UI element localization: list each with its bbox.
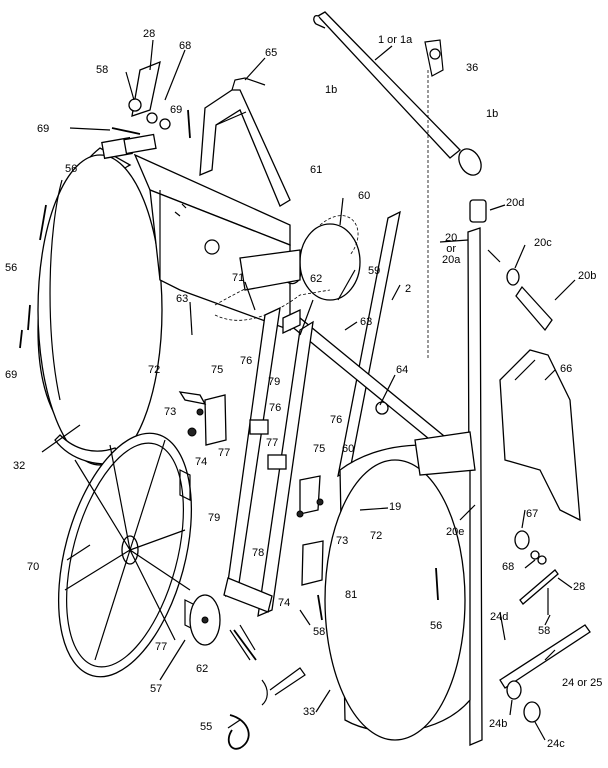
part-label: 56 xyxy=(65,163,78,175)
part-label: 28 xyxy=(573,581,586,593)
part-label: 64 xyxy=(396,364,409,376)
part-label: 20b xyxy=(578,270,597,282)
part-label: 56 xyxy=(5,262,18,274)
part-label: 63 xyxy=(360,316,373,328)
part-label: 77 xyxy=(266,437,279,449)
part-label: 36 xyxy=(466,62,479,74)
part-label: 62 xyxy=(310,273,323,285)
part-label: 66 xyxy=(560,363,573,375)
bracket-65 xyxy=(199,77,291,207)
part-label: 68 xyxy=(179,40,192,52)
part-label: 58 xyxy=(538,625,551,637)
part-label: 20d xyxy=(506,197,525,209)
screws xyxy=(19,109,439,661)
part-label: 20e xyxy=(446,526,465,538)
drive-sprocket-61 xyxy=(214,215,361,321)
part-label: 68 xyxy=(502,561,515,573)
part-label: 58 xyxy=(313,626,326,638)
part-label: 72 xyxy=(370,530,383,542)
part-label: 77 xyxy=(218,447,231,459)
part-label: 74 xyxy=(195,456,208,468)
part-label: 71 xyxy=(232,272,245,284)
rear-cover-66 xyxy=(499,349,581,522)
part-label: 55 xyxy=(200,721,213,733)
part-label: 24c xyxy=(547,738,565,750)
frame-body xyxy=(133,153,291,331)
part-label: 76 xyxy=(269,402,282,414)
part-label: 57 xyxy=(150,683,163,695)
part-label: 24d xyxy=(490,611,509,623)
part-label: 69 xyxy=(37,123,50,135)
linkage-arms xyxy=(223,306,324,618)
left-shroud-32 xyxy=(37,133,163,466)
fan-wheel-70 xyxy=(57,432,196,678)
part-label: 2 xyxy=(405,283,412,295)
belt-55 xyxy=(227,667,306,750)
part-label: 33 xyxy=(303,706,316,718)
part-label: 74 xyxy=(278,597,291,609)
part-label: 69 xyxy=(5,369,18,381)
part-label: 78 xyxy=(252,547,265,559)
stabilizer-24 xyxy=(499,624,591,723)
part-label: 73 xyxy=(336,535,349,547)
part-label: 70 xyxy=(27,561,40,573)
part-label: 20 or 20a xyxy=(442,232,461,266)
part-label: 1b xyxy=(486,108,499,120)
part-label: 81 xyxy=(345,589,358,601)
part-label: 19 xyxy=(389,501,402,513)
part-label: 1 or 1a xyxy=(378,34,413,46)
leader-lines xyxy=(41,39,576,741)
right-shroud-33 xyxy=(324,431,476,741)
part-label: 67 xyxy=(526,508,539,520)
part-label: 60 xyxy=(342,443,355,455)
part-label: 56 xyxy=(430,620,443,632)
part-label: 24b xyxy=(489,718,508,730)
part-label: 59 xyxy=(368,265,381,277)
part-label: 79 xyxy=(208,512,221,524)
part-label: 75 xyxy=(211,364,224,376)
part-label: 62 xyxy=(196,663,209,675)
part-label: 79 xyxy=(268,376,281,388)
part-label: 65 xyxy=(265,47,278,59)
part-label: 77 xyxy=(155,641,168,653)
part-label: 75 xyxy=(313,443,326,455)
part-label: 24 or 25 xyxy=(562,677,603,689)
pulley-57 xyxy=(189,594,256,661)
part-label: 28 xyxy=(143,28,156,40)
part-label: 72 xyxy=(148,364,161,376)
handlebar-1 xyxy=(313,11,482,360)
part-label: 76 xyxy=(330,414,343,426)
part-label: 73 xyxy=(164,406,177,418)
part-label: 63 xyxy=(176,293,189,305)
part-label: 32 xyxy=(13,460,26,472)
part-label: 69 xyxy=(170,104,183,116)
right-hardware xyxy=(514,530,559,615)
part-label: 76 xyxy=(240,355,253,367)
part-label: 20c xyxy=(534,237,552,249)
part-label: 58 xyxy=(96,64,109,76)
top-left-hardware xyxy=(125,60,171,130)
part-label: 1b xyxy=(325,84,338,96)
brackets-72-75 xyxy=(178,391,324,518)
part-label: 61 xyxy=(310,164,323,176)
part-label: 60 xyxy=(358,190,371,202)
